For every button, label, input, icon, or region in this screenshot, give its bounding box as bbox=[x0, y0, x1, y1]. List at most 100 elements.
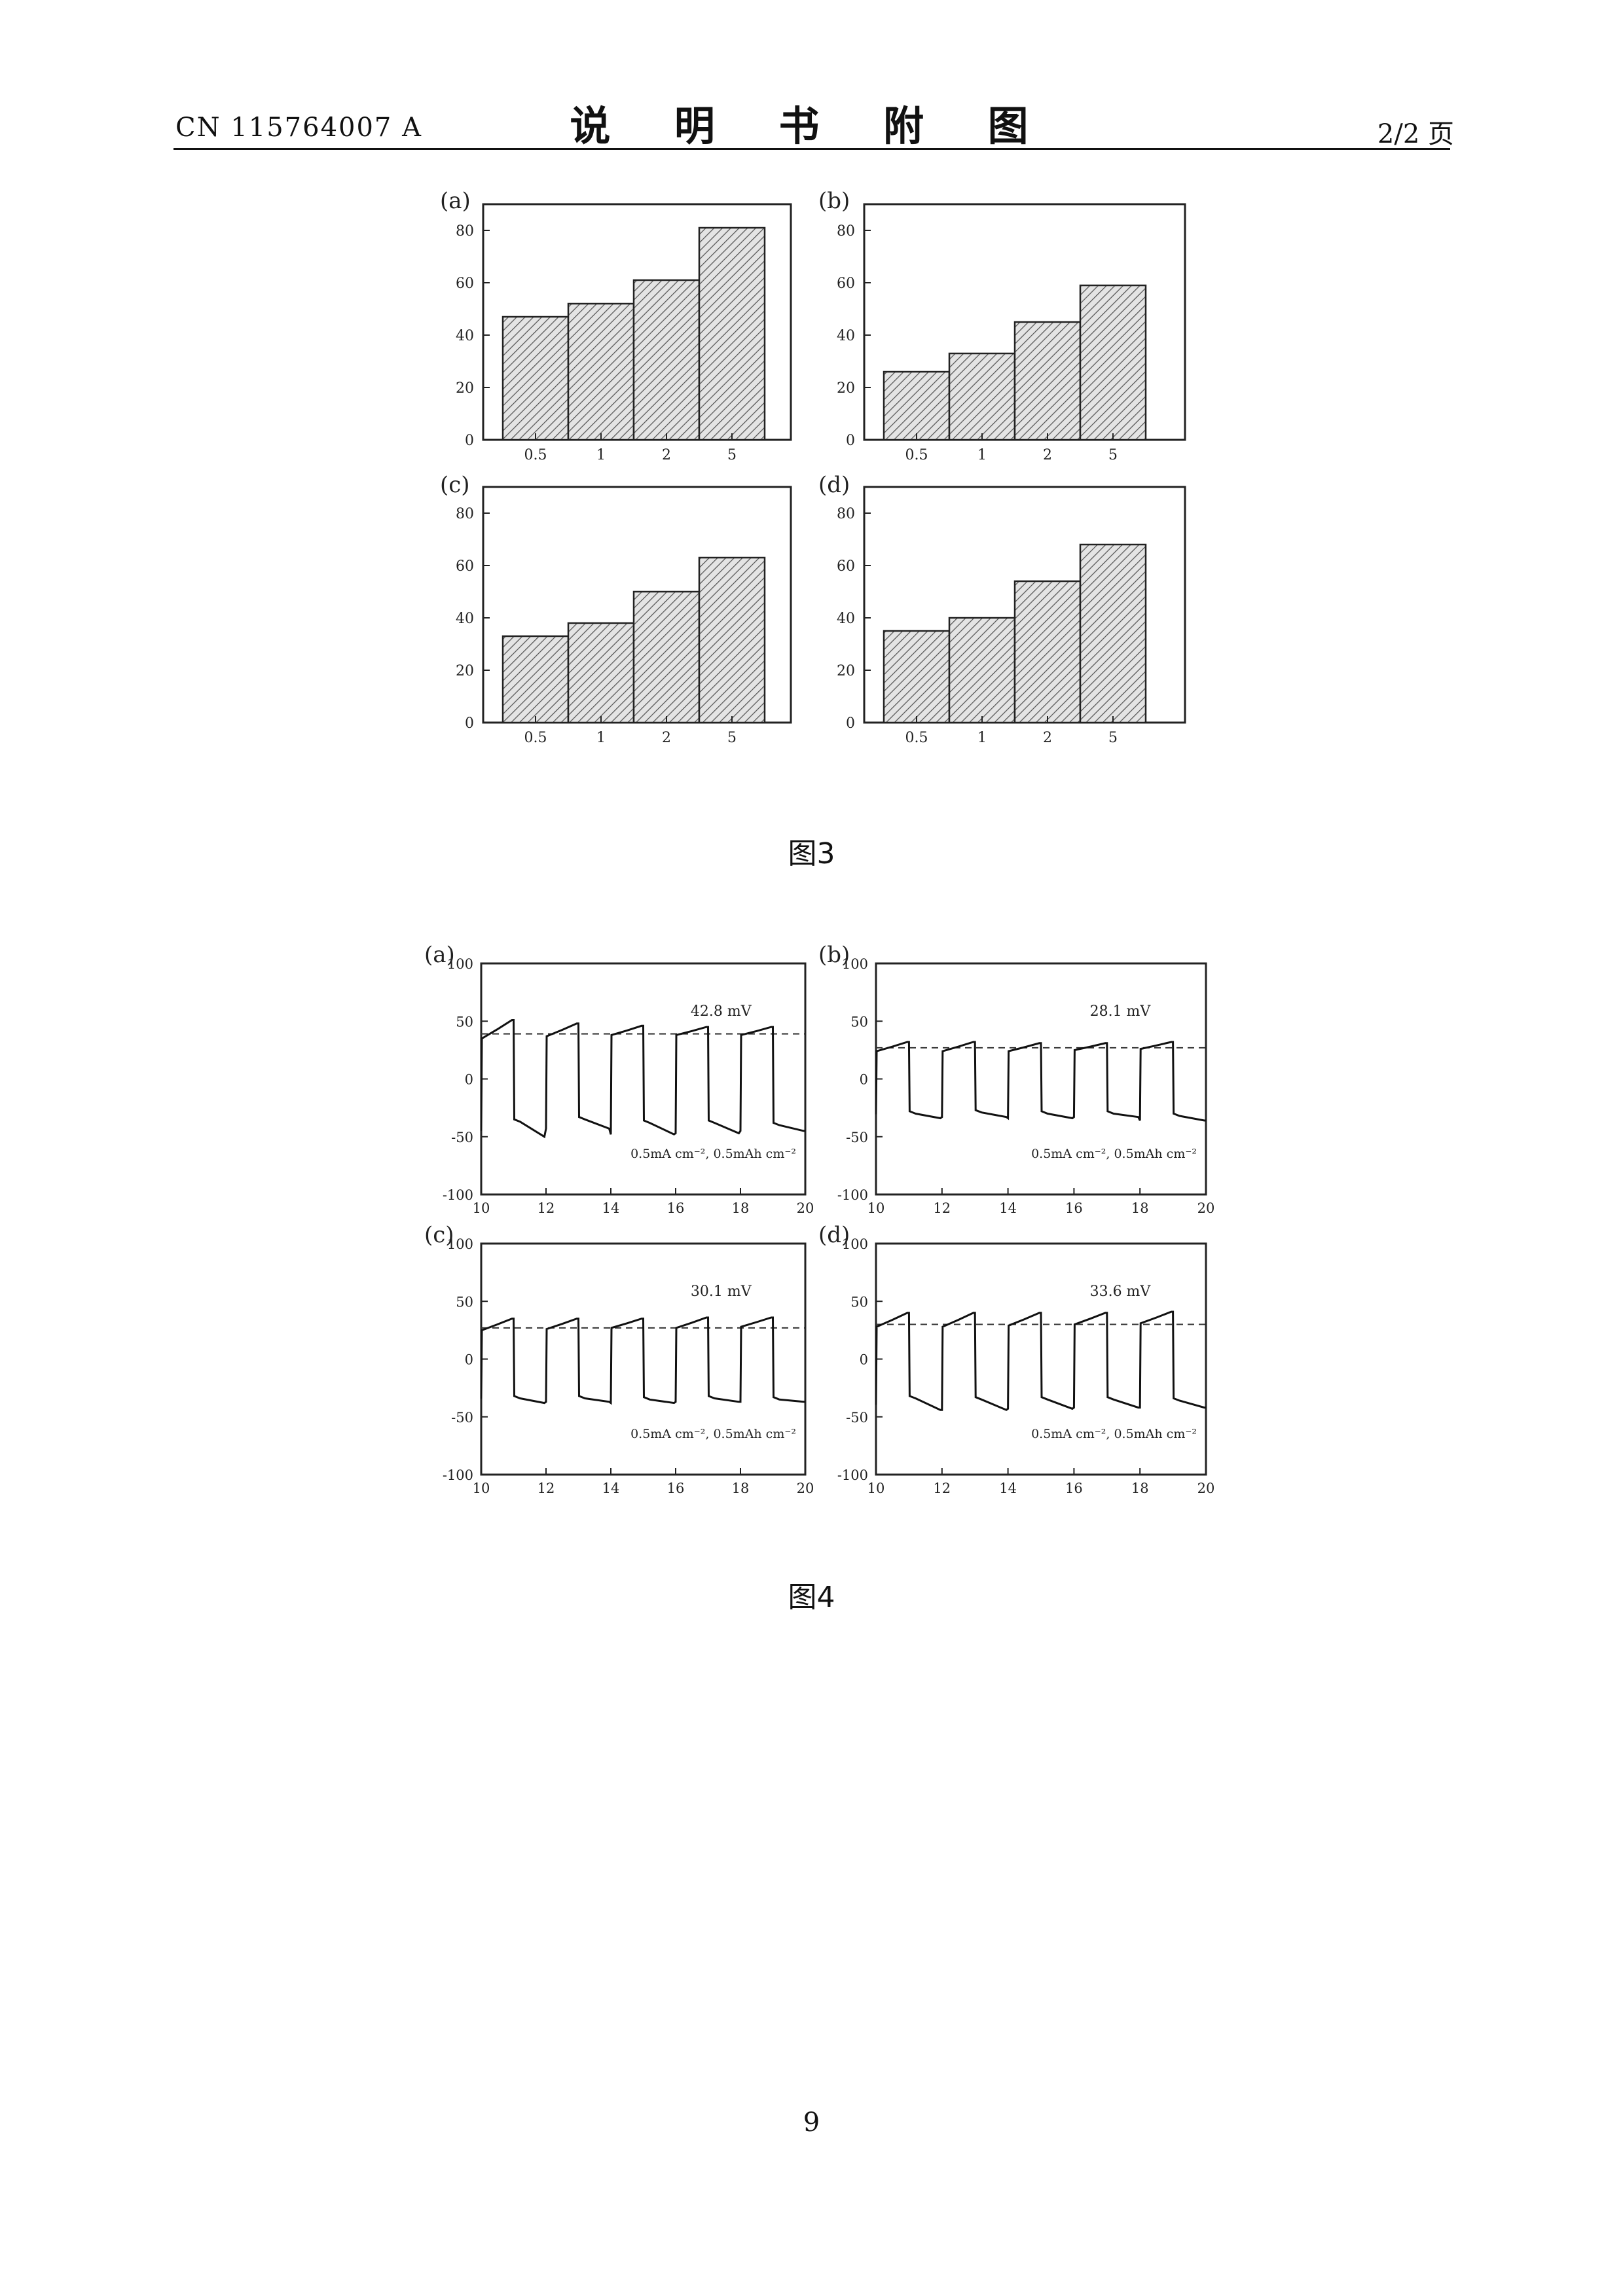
test-condition-label: 0.5mA cm⁻², 0.5mAh cm⁻² bbox=[1031, 1427, 1197, 1441]
overpotential-annotation: 42.8 mV bbox=[691, 1003, 752, 1020]
panel-label: (a) bbox=[440, 188, 471, 214]
y-tick-label: -100 bbox=[837, 1187, 868, 1203]
x-tick-label: 12 bbox=[933, 1200, 951, 1216]
voltage-curve bbox=[480, 1019, 805, 1139]
x-tick-label: 10 bbox=[473, 1480, 490, 1496]
x-tick-label: 10 bbox=[473, 1200, 490, 1216]
x-tick-label: 16 bbox=[667, 1480, 685, 1496]
bar bbox=[1079, 543, 1147, 724]
panel-label: (c) bbox=[424, 1222, 454, 1248]
y-tick-label: 80 bbox=[837, 506, 855, 522]
y-tick-label: -100 bbox=[837, 1467, 868, 1483]
y-tick-label: 20 bbox=[837, 380, 855, 397]
x-tick-label: 14 bbox=[999, 1200, 1017, 1216]
y-tick-label: 0 bbox=[465, 1072, 473, 1088]
x-tick-label: 14 bbox=[602, 1480, 620, 1496]
y-tick-label: -100 bbox=[443, 1467, 473, 1483]
x-tick-label: 2 bbox=[662, 730, 671, 746]
y-tick-label: 0 bbox=[465, 433, 474, 449]
x-tick-label: 14 bbox=[999, 1480, 1017, 1496]
panel-label: (d) bbox=[818, 472, 850, 498]
y-tick-label: 80 bbox=[456, 506, 474, 522]
bar bbox=[698, 556, 766, 724]
y-tick-label: 40 bbox=[456, 611, 474, 627]
y-tick-label: 40 bbox=[837, 611, 855, 627]
y-tick-label: 60 bbox=[456, 276, 474, 292]
overpotential-annotation: 28.1 mV bbox=[1090, 1003, 1152, 1020]
page-of: 2/2 页 bbox=[1377, 119, 1454, 149]
x-tick-label: 10 bbox=[867, 1200, 885, 1216]
page-number: 9 bbox=[803, 2108, 820, 2138]
y-tick-label: 100 bbox=[447, 1236, 473, 1252]
x-tick-label: 20 bbox=[1197, 1200, 1215, 1216]
overpotential-annotation: 30.1 mV bbox=[691, 1283, 752, 1300]
x-tick-label: 10 bbox=[867, 1480, 885, 1496]
y-tick-label: 100 bbox=[842, 956, 868, 972]
x-tick-label: 12 bbox=[538, 1480, 555, 1496]
x-tick-label: 5 bbox=[727, 730, 737, 746]
voltage-curve bbox=[480, 1316, 805, 1405]
y-tick-label: 60 bbox=[837, 558, 855, 575]
x-tick-label: 18 bbox=[1131, 1480, 1149, 1496]
panel-label: (a) bbox=[424, 942, 455, 968]
x-tick-label: 16 bbox=[667, 1200, 685, 1216]
y-tick-label: 50 bbox=[456, 1014, 473, 1030]
bar bbox=[1013, 580, 1082, 724]
x-tick-label: 1 bbox=[977, 730, 987, 746]
overpotential-annotation: 33.6 mV bbox=[1090, 1283, 1152, 1300]
y-tick-label: 60 bbox=[837, 276, 855, 292]
header-rule bbox=[173, 148, 1450, 150]
y-tick-label: 0 bbox=[465, 715, 474, 732]
x-tick-label: 12 bbox=[538, 1200, 555, 1216]
section-title: 说 明 书 附 图 bbox=[570, 102, 1053, 150]
x-tick-label: 0.5 bbox=[524, 730, 547, 746]
test-condition-label: 0.5mA cm⁻², 0.5mAh cm⁻² bbox=[1031, 1147, 1197, 1161]
test-condition-label: 0.5mA cm⁻², 0.5mAh cm⁻² bbox=[630, 1147, 796, 1161]
x-tick-label: 16 bbox=[1065, 1200, 1083, 1216]
y-tick-label: 80 bbox=[456, 223, 474, 240]
x-tick-label: 5 bbox=[1108, 730, 1118, 746]
y-tick-label: -50 bbox=[451, 1410, 473, 1426]
y-tick-label: -50 bbox=[846, 1130, 868, 1145]
y-tick-label: 0 bbox=[846, 433, 855, 449]
x-tick-label: 2 bbox=[1043, 730, 1052, 746]
bar bbox=[698, 226, 766, 441]
x-tick-label: 14 bbox=[602, 1200, 620, 1216]
y-tick-label: 50 bbox=[850, 1294, 868, 1310]
x-tick-label: 1 bbox=[596, 447, 606, 463]
x-tick-label: 5 bbox=[1108, 447, 1118, 463]
x-tick-label: 18 bbox=[732, 1200, 750, 1216]
x-tick-label: 2 bbox=[1043, 447, 1052, 463]
doc-number: CN 115764007 A bbox=[175, 113, 422, 143]
voltage-curve bbox=[875, 1310, 1206, 1411]
voltage-curve bbox=[875, 1041, 1206, 1122]
y-tick-label: 20 bbox=[837, 663, 855, 679]
y-tick-label: 0 bbox=[860, 1352, 868, 1368]
y-tick-label: 100 bbox=[447, 956, 473, 972]
x-tick-label: 0.5 bbox=[524, 447, 547, 463]
y-tick-label: -50 bbox=[846, 1410, 868, 1426]
bar bbox=[632, 279, 701, 441]
bar bbox=[883, 630, 951, 724]
figure-4-caption: 图4 bbox=[788, 1581, 835, 1614]
y-tick-label: 0 bbox=[465, 1352, 473, 1368]
panel-label: (c) bbox=[440, 472, 470, 498]
x-tick-label: 18 bbox=[732, 1480, 750, 1496]
x-tick-label: 0.5 bbox=[905, 730, 928, 746]
y-tick-label: 0 bbox=[860, 1072, 868, 1088]
panel-label: (d) bbox=[818, 1222, 850, 1248]
y-tick-label: -100 bbox=[443, 1187, 473, 1203]
y-tick-label: 40 bbox=[456, 328, 474, 344]
x-tick-label: 20 bbox=[797, 1200, 814, 1216]
x-tick-label: 20 bbox=[797, 1480, 814, 1496]
panel-label: (b) bbox=[818, 188, 850, 214]
panel-label: (b) bbox=[818, 942, 850, 968]
x-tick-label: 20 bbox=[1197, 1480, 1215, 1496]
